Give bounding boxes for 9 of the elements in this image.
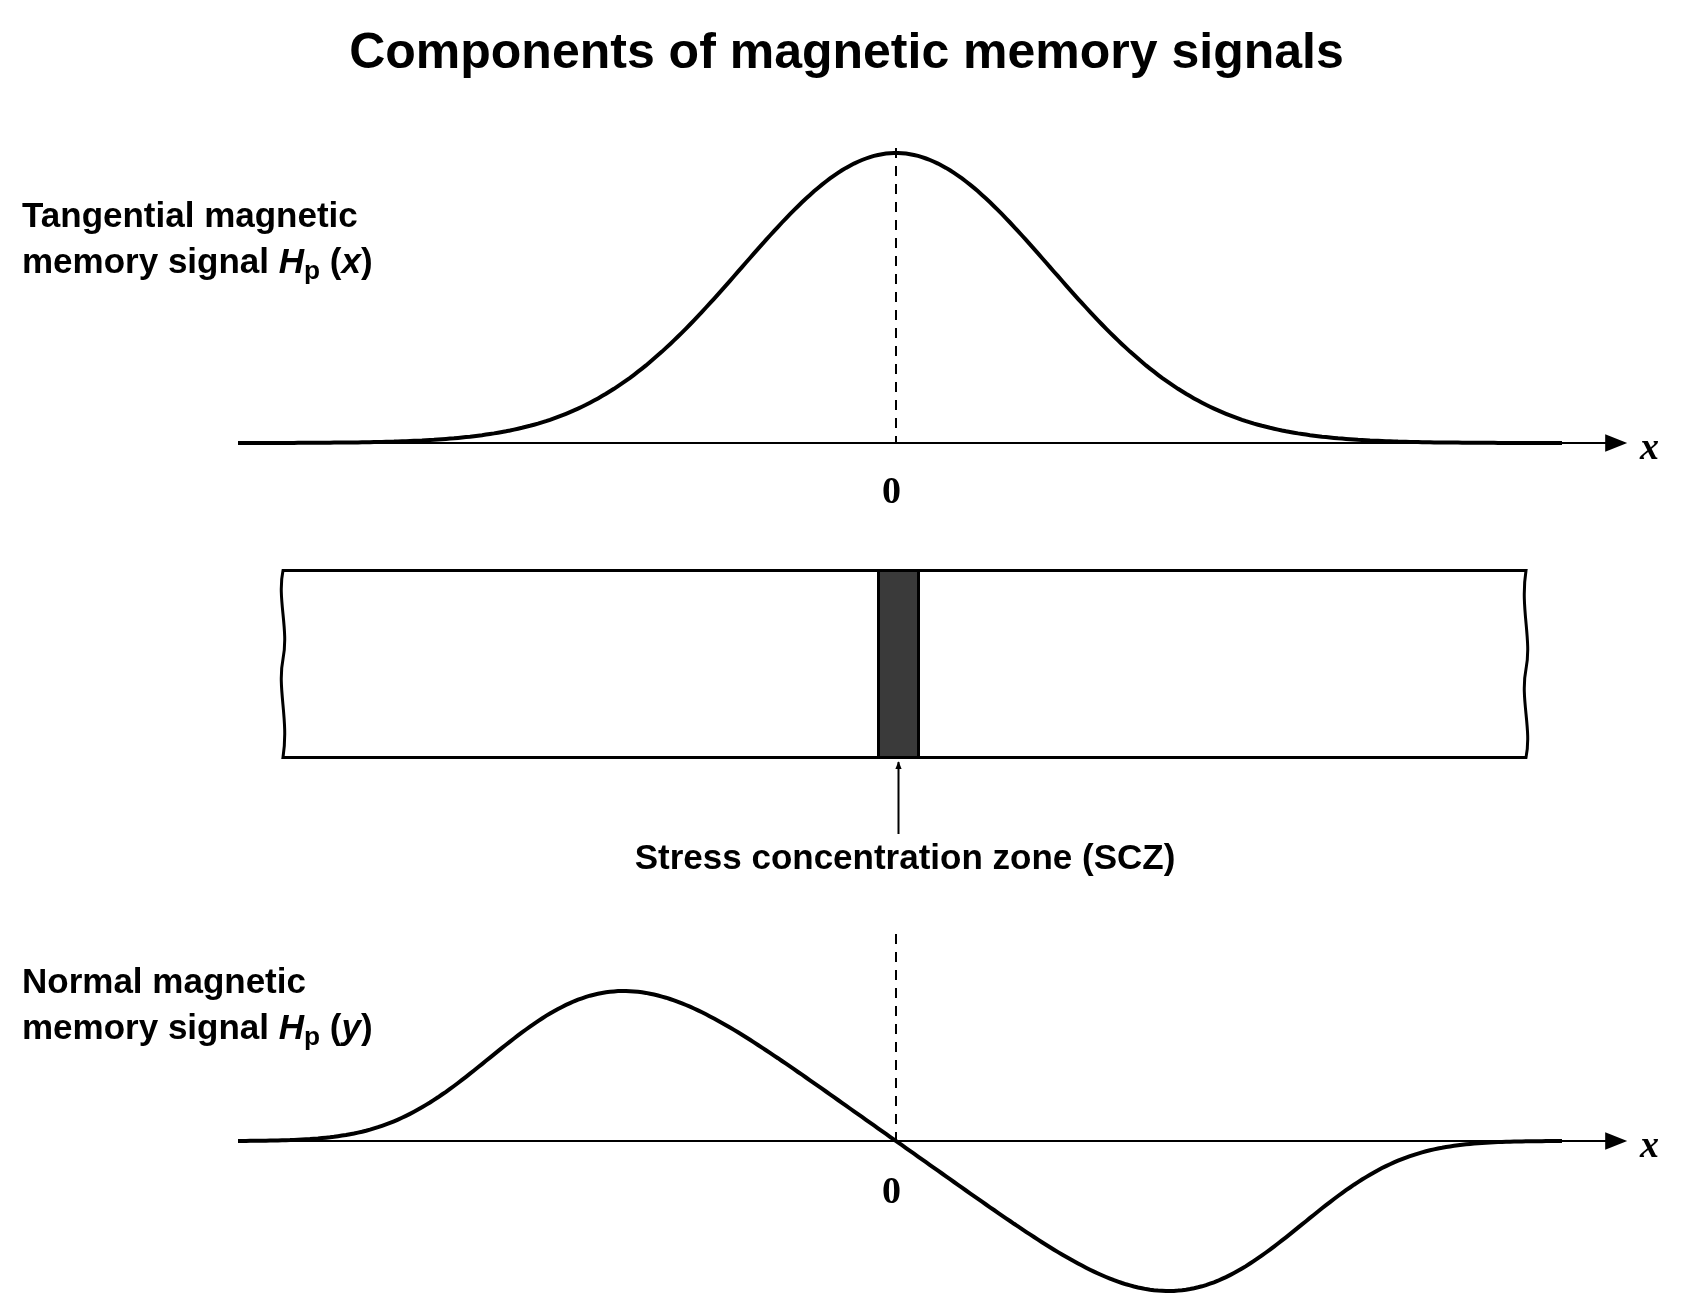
axis-label: x: [1640, 424, 1659, 469]
tick-label: 0: [882, 468, 901, 513]
axis-label: x: [1640, 1122, 1659, 1167]
callout-text: Stress concentration zone (SCZ): [634, 836, 1176, 878]
signal-label: Tangential magnetic memory signal H$_{p}$ (x): [22, 194, 374, 283]
signal-label: Normal magnetic memory signal H$_{p}$ (y): [22, 960, 374, 1049]
diagram-title: Components of magnetic memory signals: [349, 22, 1344, 81]
leader-arrow: [895, 761, 902, 835]
tick-label: 0: [882, 1168, 901, 1213]
